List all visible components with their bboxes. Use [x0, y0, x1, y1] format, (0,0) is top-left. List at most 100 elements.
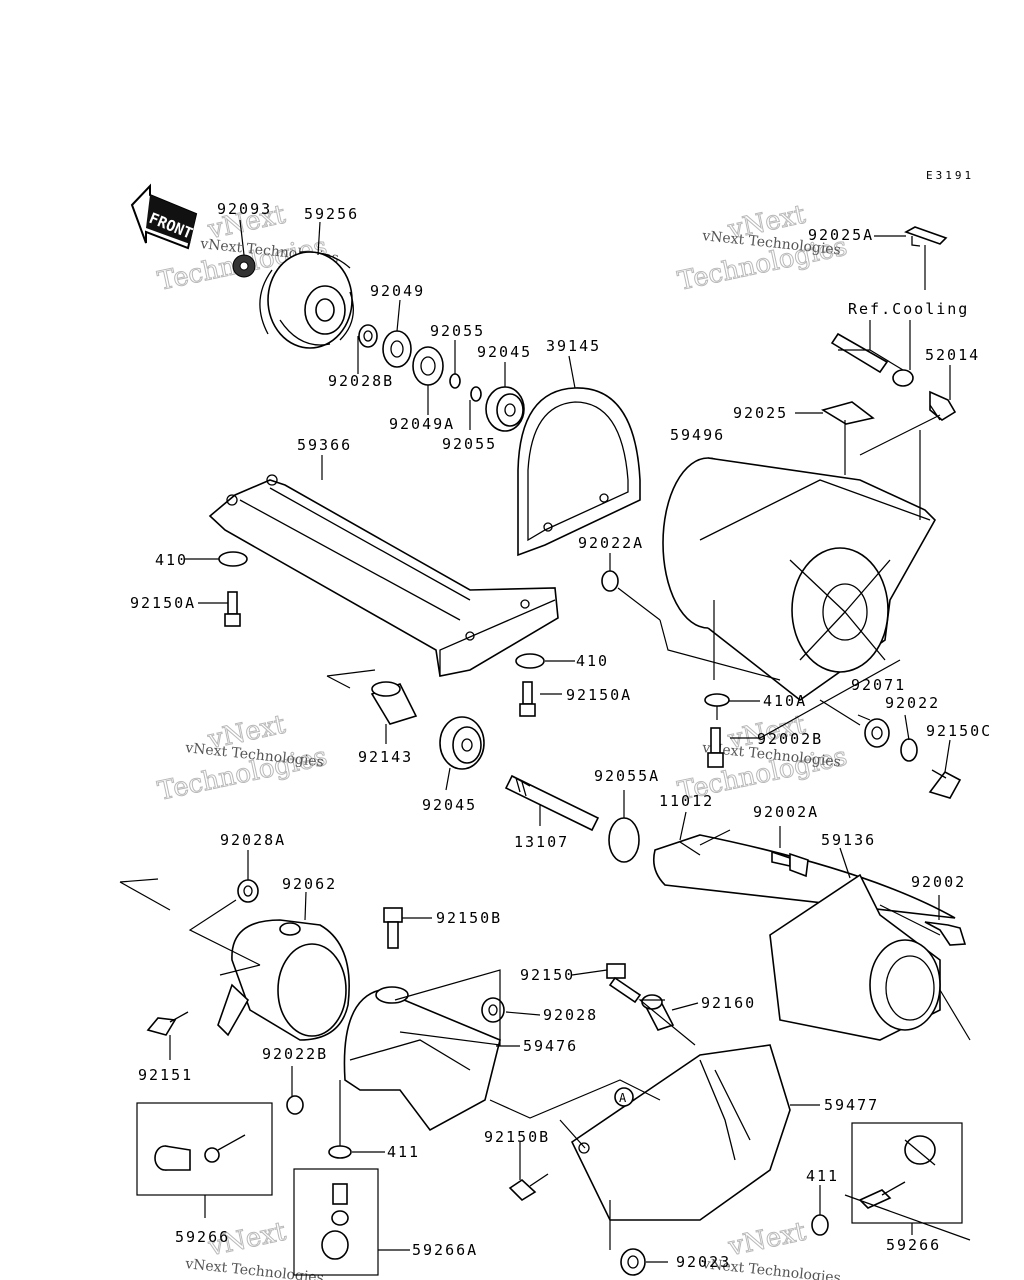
label-59476: 59476 [523, 1037, 578, 1055]
part-drawings: A [119, 226, 967, 1276]
bracket-59366 [208, 474, 559, 677]
label-13107: 13107 [514, 833, 569, 851]
label-92150A-mid: 92150A [566, 686, 632, 704]
label-92150B-bottom: 92150B [484, 1128, 550, 1146]
label-92055-bottom: 92055 [442, 435, 497, 453]
washer-411-right [811, 1214, 829, 1236]
label-411-right: 411 [806, 1167, 839, 1185]
label-59256: 59256 [304, 205, 359, 223]
plate-92025 [821, 401, 875, 425]
label-92093: 92093 [217, 200, 272, 218]
impeller-59256 [259, 251, 354, 349]
label-92062: 92062 [282, 875, 337, 893]
pump-housing-59496 [662, 457, 936, 701]
nozzle-59136 [769, 873, 941, 1041]
bolt-92150A-mid [519, 681, 536, 717]
washer-410-top [218, 551, 248, 567]
label-92150A-top: 92150A [130, 594, 196, 612]
watermark-bottom-right: vNext [725, 1216, 810, 1263]
label-92028B: 92028B [328, 372, 394, 390]
cover-39145 [517, 387, 641, 557]
label-92055-top: 92055 [430, 322, 485, 340]
direction-arrow-2 [119, 878, 171, 911]
washer-410A [704, 693, 730, 707]
washer-92022B [286, 1095, 304, 1115]
box-59266-left [136, 1102, 273, 1196]
label-59136: 59136 [821, 831, 876, 849]
label-92002B: 92002B [757, 730, 823, 748]
bolt-92150C [928, 769, 962, 799]
bearing-92045-top [485, 386, 525, 432]
spacer-92143 [370, 681, 418, 725]
box-59266-right [851, 1122, 963, 1224]
bolt-92002A [771, 850, 809, 878]
label-59266-right: 59266 [886, 1236, 941, 1254]
front-arrow-icon: FRONT [130, 183, 198, 250]
label-52014: 52014 [925, 346, 980, 364]
svg-text:vNext: vNext [725, 1217, 809, 1263]
callout-a: A [614, 1087, 634, 1107]
label-92025: 92025 [733, 404, 788, 422]
callout-a-letter: A [619, 1091, 627, 1105]
bolt-92151 [146, 1011, 189, 1036]
bolt-92150B-bottom [508, 1173, 549, 1202]
bushing-92028 [481, 997, 505, 1023]
label-92022A: 92022A [578, 534, 644, 552]
bucket-92062 [217, 919, 350, 1041]
label-92002A: 92002A [753, 803, 819, 821]
label-92143: 92143 [358, 748, 413, 766]
direction-arrow-1 [326, 669, 376, 689]
label-410-top: 410 [155, 551, 188, 569]
bolt-92150A-top [224, 591, 241, 627]
label-59266A: 59266A [412, 1241, 478, 1259]
nut-92093 [232, 254, 256, 278]
bearing-92045-bottom [439, 716, 485, 770]
label-410-mid: 410 [576, 652, 609, 670]
label-410A: 410A [763, 692, 807, 710]
cooling-hose [830, 332, 914, 387]
box-59266A [293, 1168, 379, 1276]
part-labels: 92093 59256 92049 92055 92045 39145 9202… [130, 200, 992, 1271]
label-92071: 92071 [851, 676, 906, 694]
label-92150C: 92150C [926, 722, 992, 740]
label-92002: 92002 [911, 873, 966, 891]
leader-lines [169, 219, 971, 1263]
ref-cooling-label: Ref.Cooling [848, 300, 969, 318]
label-59266-left: 59266 [175, 1228, 230, 1246]
label-92049: 92049 [370, 282, 425, 300]
seal-92049 [382, 330, 412, 368]
o-ring-92055A [608, 817, 640, 863]
bolt-92002 [924, 921, 967, 946]
label-92022B: 92022B [262, 1045, 328, 1063]
label-411-left: 411 [387, 1143, 420, 1161]
o-ring-92055-b [470, 386, 482, 402]
label-39145: 39145 [546, 337, 601, 355]
washer-92022 [900, 738, 918, 762]
o-ring-92055-a [449, 373, 461, 389]
deflector-59476 [343, 986, 501, 1132]
bushing-92028B [358, 324, 378, 348]
label-92160: 92160 [701, 994, 756, 1012]
diagram-code: E3191 [926, 169, 974, 182]
fitting-52014 [929, 390, 957, 421]
bolt-92150 [606, 963, 642, 1004]
label-92028: 92028 [543, 1006, 598, 1024]
clip-92025A [904, 226, 948, 247]
label-92049A: 92049A [389, 415, 455, 433]
collar-92071 [864, 718, 890, 748]
label-59366: 59366 [297, 436, 352, 454]
label-92151: 92151 [138, 1066, 193, 1084]
bushing-92028A [237, 879, 259, 903]
label-59477: 59477 [824, 1096, 879, 1114]
bolt-92002B [707, 727, 724, 768]
grommet-92023 [620, 1248, 646, 1276]
label-92150B-top: 92150B [436, 909, 502, 927]
label-59496: 59496 [670, 426, 725, 444]
label-92045-bottom: 92045 [422, 796, 477, 814]
watermark-text-bottom-left: vNext Technologies [184, 1256, 325, 1280]
label-92022: 92022 [885, 694, 940, 712]
seal-92049A [412, 346, 444, 386]
washer-92022A [601, 570, 619, 592]
label-92023: 92023 [676, 1253, 731, 1271]
